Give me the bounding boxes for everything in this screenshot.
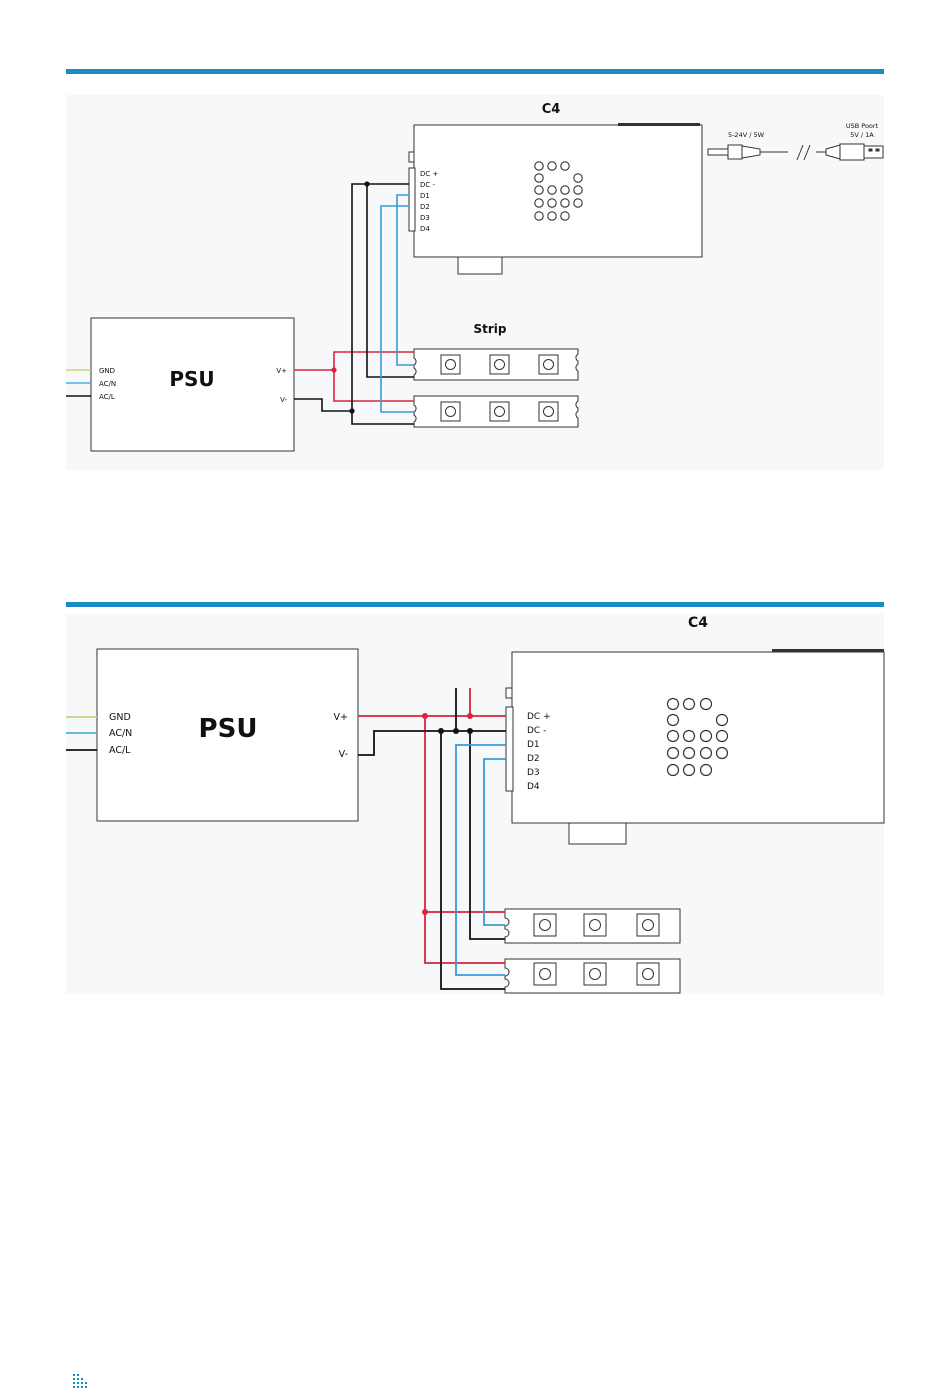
psu-output-vminus-label: V- [339,749,348,760]
led-strip-1 [414,349,578,380]
pin-label-dc-minus: DC - [527,726,546,736]
pin-label-d2: D2 [420,203,430,211]
psu-input-gnd-label: GND [99,367,115,375]
wiring-diagram-psu-powered: C4 DC + DC - D1 D2 D3 D4 PSU GND AC/N AC… [0,610,950,995]
usb-label-line1: USB Poort [846,122,879,130]
strip-label: Strip [474,322,507,336]
dc-jack-label: 5-24V / 5W [728,131,765,139]
led-strip-2 [505,959,680,993]
led-strip-2 [414,396,578,427]
pin-label-dc-minus: DC - [420,181,436,189]
section-divider-top [66,69,884,74]
psu-unit: PSU GND AC/N AC/L V+ V- [66,649,358,821]
pin-label-d4: D4 [420,225,430,233]
psu-output-vplus-label: V+ [276,367,287,375]
usb-label-line2: 5V / 1A [850,131,874,139]
psu-unit: PSU GND AC/N AC/L V+ V- [66,318,294,451]
pin-label-d1: D1 [420,192,430,200]
psu-output-vminus-label: V- [280,396,287,404]
psu-output-vplus-label: V+ [334,712,348,723]
pin-label-dc-plus: DC + [527,712,551,722]
pin-label-d1: D1 [527,740,540,750]
psu-input-acn-label: AC/N [109,728,132,739]
c4-controller: C4 DC + DC - D1 D2 D3 D4 [409,102,702,274]
controller-title: C4 [542,102,561,117]
pin-label-dc-plus: DC + [420,170,439,178]
pin-label-d3: D3 [420,214,430,222]
psu-input-acl-label: AC/L [99,393,115,401]
psu-input-acn-label: AC/N [99,380,116,388]
psu-label: PSU [169,367,214,391]
pin-label-d4: D4 [527,782,540,792]
controller-title: C4 [688,615,708,631]
pin-label-d3: D3 [527,768,540,778]
dotted-logo-icon [72,1373,88,1389]
psu-label: PSU [199,714,258,744]
wiring-diagram-usb-powered: C4 DC + DC - D1 D2 D3 D4 5-24V / 5W USB … [0,90,950,475]
section-divider-bottom [66,602,884,607]
psu-input-acl-label: AC/L [109,745,131,756]
led-strip-1 [505,909,680,943]
psu-input-gnd-label: GND [109,712,131,723]
pin-label-d2: D2 [527,754,540,764]
